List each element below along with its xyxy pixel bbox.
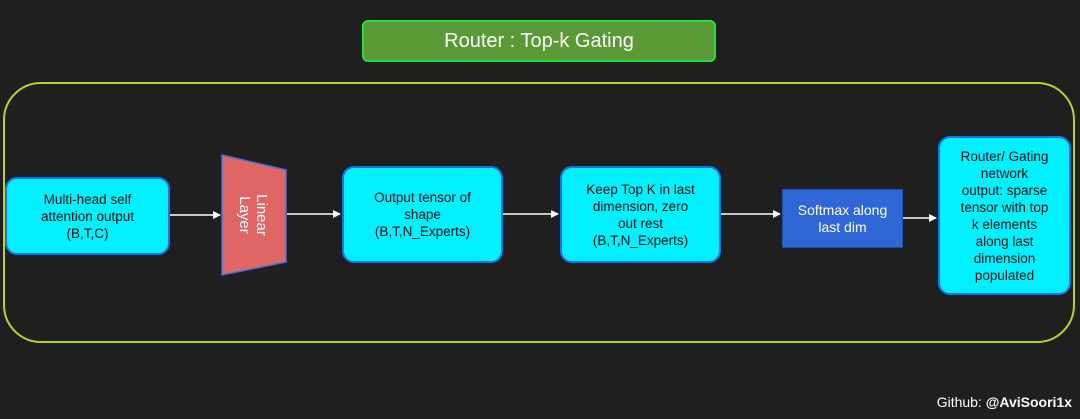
github-credit: Github: @AviSoori1x <box>937 394 1072 410</box>
softmax-node: Softmax along last dim <box>782 189 903 248</box>
output-tensor-node: Output tensor of shape (B,T,N_Experts) <box>342 166 503 263</box>
linear-layer-trapezoid <box>221 154 287 276</box>
linear-layer-text: Linear Layer <box>235 194 270 236</box>
diagram-title: Router : Top-k Gating <box>362 20 716 62</box>
github-handle[interactable]: @AviSoori1x <box>985 394 1072 410</box>
linear-layer-label: Linear Layer <box>220 155 286 275</box>
topk-node: Keep Top K in last dimension, zero out r… <box>560 166 721 263</box>
router-output-node: Router/ Gating network output: sparse te… <box>938 136 1071 295</box>
github-prefix: Github: <box>936 394 986 410</box>
input-node: Multi-head self attention output (B,T,C) <box>5 177 170 255</box>
router-container <box>3 82 1075 343</box>
